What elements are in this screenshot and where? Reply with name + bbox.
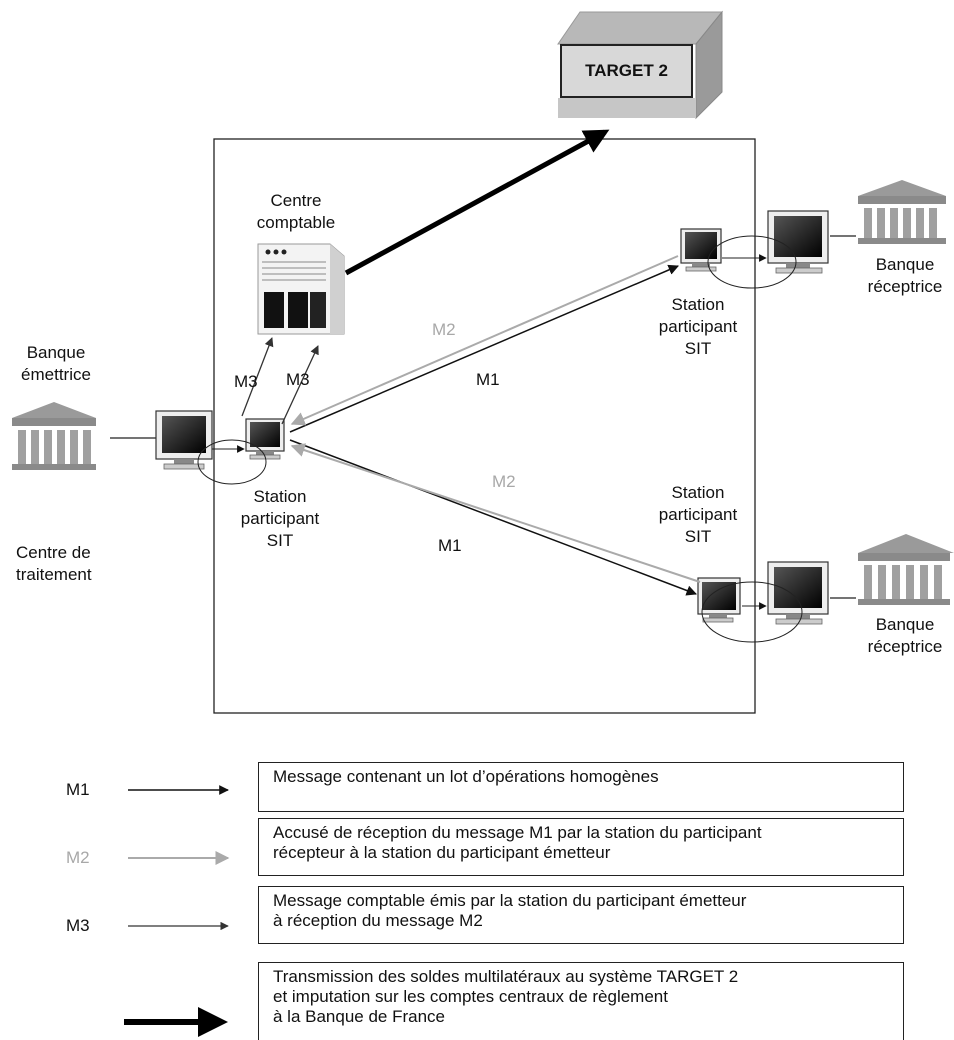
m3-right-label: M3 bbox=[286, 370, 310, 389]
banque-receptrice-bottom-label: Banque réceptrice bbox=[858, 614, 952, 658]
m3-left-label: M3 bbox=[234, 372, 258, 391]
legend-m2-line1: Accusé de réception du message M1 par la… bbox=[273, 823, 762, 842]
legend-transmission-line1: Transmission des soldes multilatéraux au… bbox=[273, 967, 739, 986]
station-emitter-monitor-icon bbox=[245, 418, 285, 460]
legend-m3-box: Message comptable émis par la station du… bbox=[258, 886, 904, 944]
server-icon bbox=[257, 243, 345, 335]
receiver-top-monitor-icon bbox=[767, 210, 829, 274]
station-top-line1: Station bbox=[671, 295, 725, 314]
centre-comptable-line1: Centre bbox=[270, 191, 322, 210]
banque-emettrice-label: Banque émettrice bbox=[8, 342, 104, 386]
m2-bottom-label: M2 bbox=[492, 472, 516, 491]
receiver-bottom-monitor-icon bbox=[767, 561, 829, 625]
station-top-line2: participant bbox=[658, 317, 738, 336]
banque-emettrice-line1: Banque bbox=[26, 343, 86, 362]
legend-m3-key: M3 bbox=[66, 916, 90, 935]
legend-transmission-line3: à la Banque de France bbox=[273, 1007, 446, 1026]
legend-m1-box: Message contenant un lot d’opérations ho… bbox=[258, 762, 904, 812]
banque-receptrice-top-label: Banque réceptrice bbox=[858, 254, 952, 298]
station-top-label: Station participant SIT bbox=[640, 294, 756, 360]
station-top-line3: SIT bbox=[684, 339, 712, 358]
station-bottom-monitor-icon bbox=[697, 577, 741, 623]
centre-traitement-label: Centre de traitement bbox=[16, 542, 92, 586]
transmission-arrow bbox=[344, 129, 610, 276]
banque-emettrice-line2: émettrice bbox=[21, 365, 91, 384]
legend-m3-line2: à réception du message M2 bbox=[273, 911, 483, 930]
station-bottom-label: Station participant SIT bbox=[640, 482, 756, 548]
m2-top-arrow bbox=[290, 255, 679, 426]
station-bottom-line2: participant bbox=[658, 505, 738, 524]
legend-transmission-box: Transmission des soldes multilatéraux au… bbox=[258, 962, 904, 1040]
centre-traitement-line2: traitement bbox=[16, 565, 92, 584]
banque-receptrice-bottom-line1: Banque bbox=[875, 615, 935, 634]
bank-receiver-bottom-icon bbox=[858, 534, 954, 605]
station-emitter-line2: participant bbox=[240, 509, 320, 528]
legend-m2-line2: récepteur à la station du participant ém… bbox=[273, 843, 611, 862]
station-emitter-line3: SIT bbox=[266, 531, 294, 550]
station-emitter-line1: Station bbox=[253, 487, 307, 506]
station-emitter-label: Station participant SIT bbox=[222, 486, 338, 552]
centre-comptable-label: Centre comptable bbox=[240, 190, 352, 234]
legend-transmission-line2: et imputation sur les comptes centraux d… bbox=[273, 987, 668, 1006]
m3-left-arrow bbox=[241, 337, 274, 417]
bank-emitter-icon bbox=[12, 402, 96, 470]
legend-m1-key: M1 bbox=[66, 780, 90, 799]
m2-top-label: M2 bbox=[432, 320, 456, 339]
station-bottom-line1: Station bbox=[671, 483, 725, 502]
m1-top-arrow bbox=[289, 264, 679, 433]
sit-frame bbox=[213, 138, 756, 714]
legend-m1-line1: Message contenant un lot d’opérations ho… bbox=[273, 767, 659, 786]
banque-receptrice-top-line2: réceptrice bbox=[867, 277, 943, 296]
emitter-monitor-icon bbox=[155, 410, 213, 470]
bank-receiver-top-icon bbox=[858, 180, 946, 244]
target2-label: TARGET 2 bbox=[560, 44, 693, 98]
legend-m2-key: M2 bbox=[66, 848, 90, 867]
station-top-monitor-icon bbox=[680, 228, 722, 272]
centre-comptable-line2: comptable bbox=[256, 213, 336, 232]
banque-receptrice-bottom-line2: réceptrice bbox=[867, 637, 943, 656]
m3-right-arrow bbox=[281, 345, 319, 425]
station-bottom-line3: SIT bbox=[684, 527, 712, 546]
m1-bottom-label: M1 bbox=[438, 536, 462, 555]
legend-m3-line1: Message comptable émis par la station du… bbox=[273, 891, 747, 910]
target2-block bbox=[557, 10, 724, 120]
banque-receptrice-top-line1: Banque bbox=[875, 255, 935, 274]
legend-m2-box: Accusé de réception du message M1 par la… bbox=[258, 818, 904, 876]
centre-traitement-line1: Centre de bbox=[16, 543, 91, 562]
m1-bottom-arrow bbox=[289, 439, 697, 596]
m2-bottom-arrow bbox=[290, 443, 701, 583]
m1-top-label: M1 bbox=[476, 370, 500, 389]
